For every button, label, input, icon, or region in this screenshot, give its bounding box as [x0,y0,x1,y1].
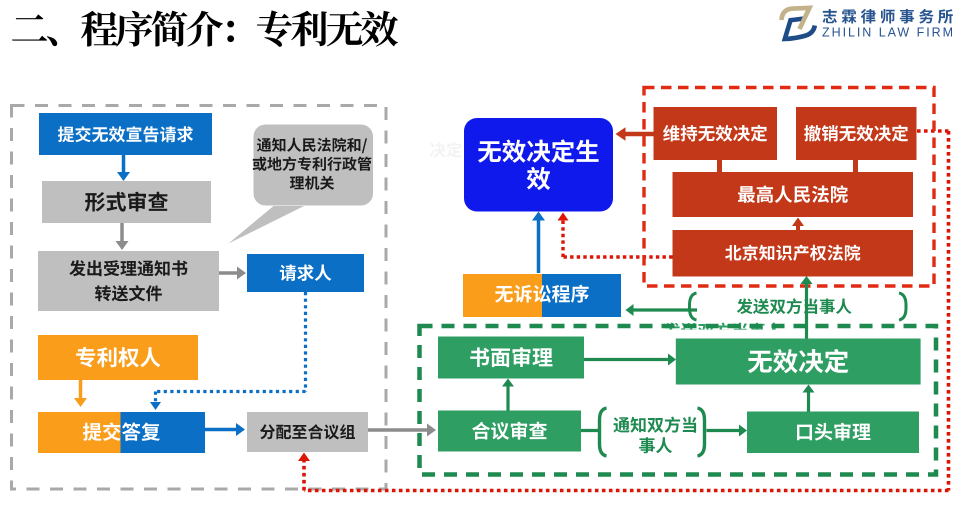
svg-text:ZHILIN LAW FIRM: ZHILIN LAW FIRM [822,26,955,40]
